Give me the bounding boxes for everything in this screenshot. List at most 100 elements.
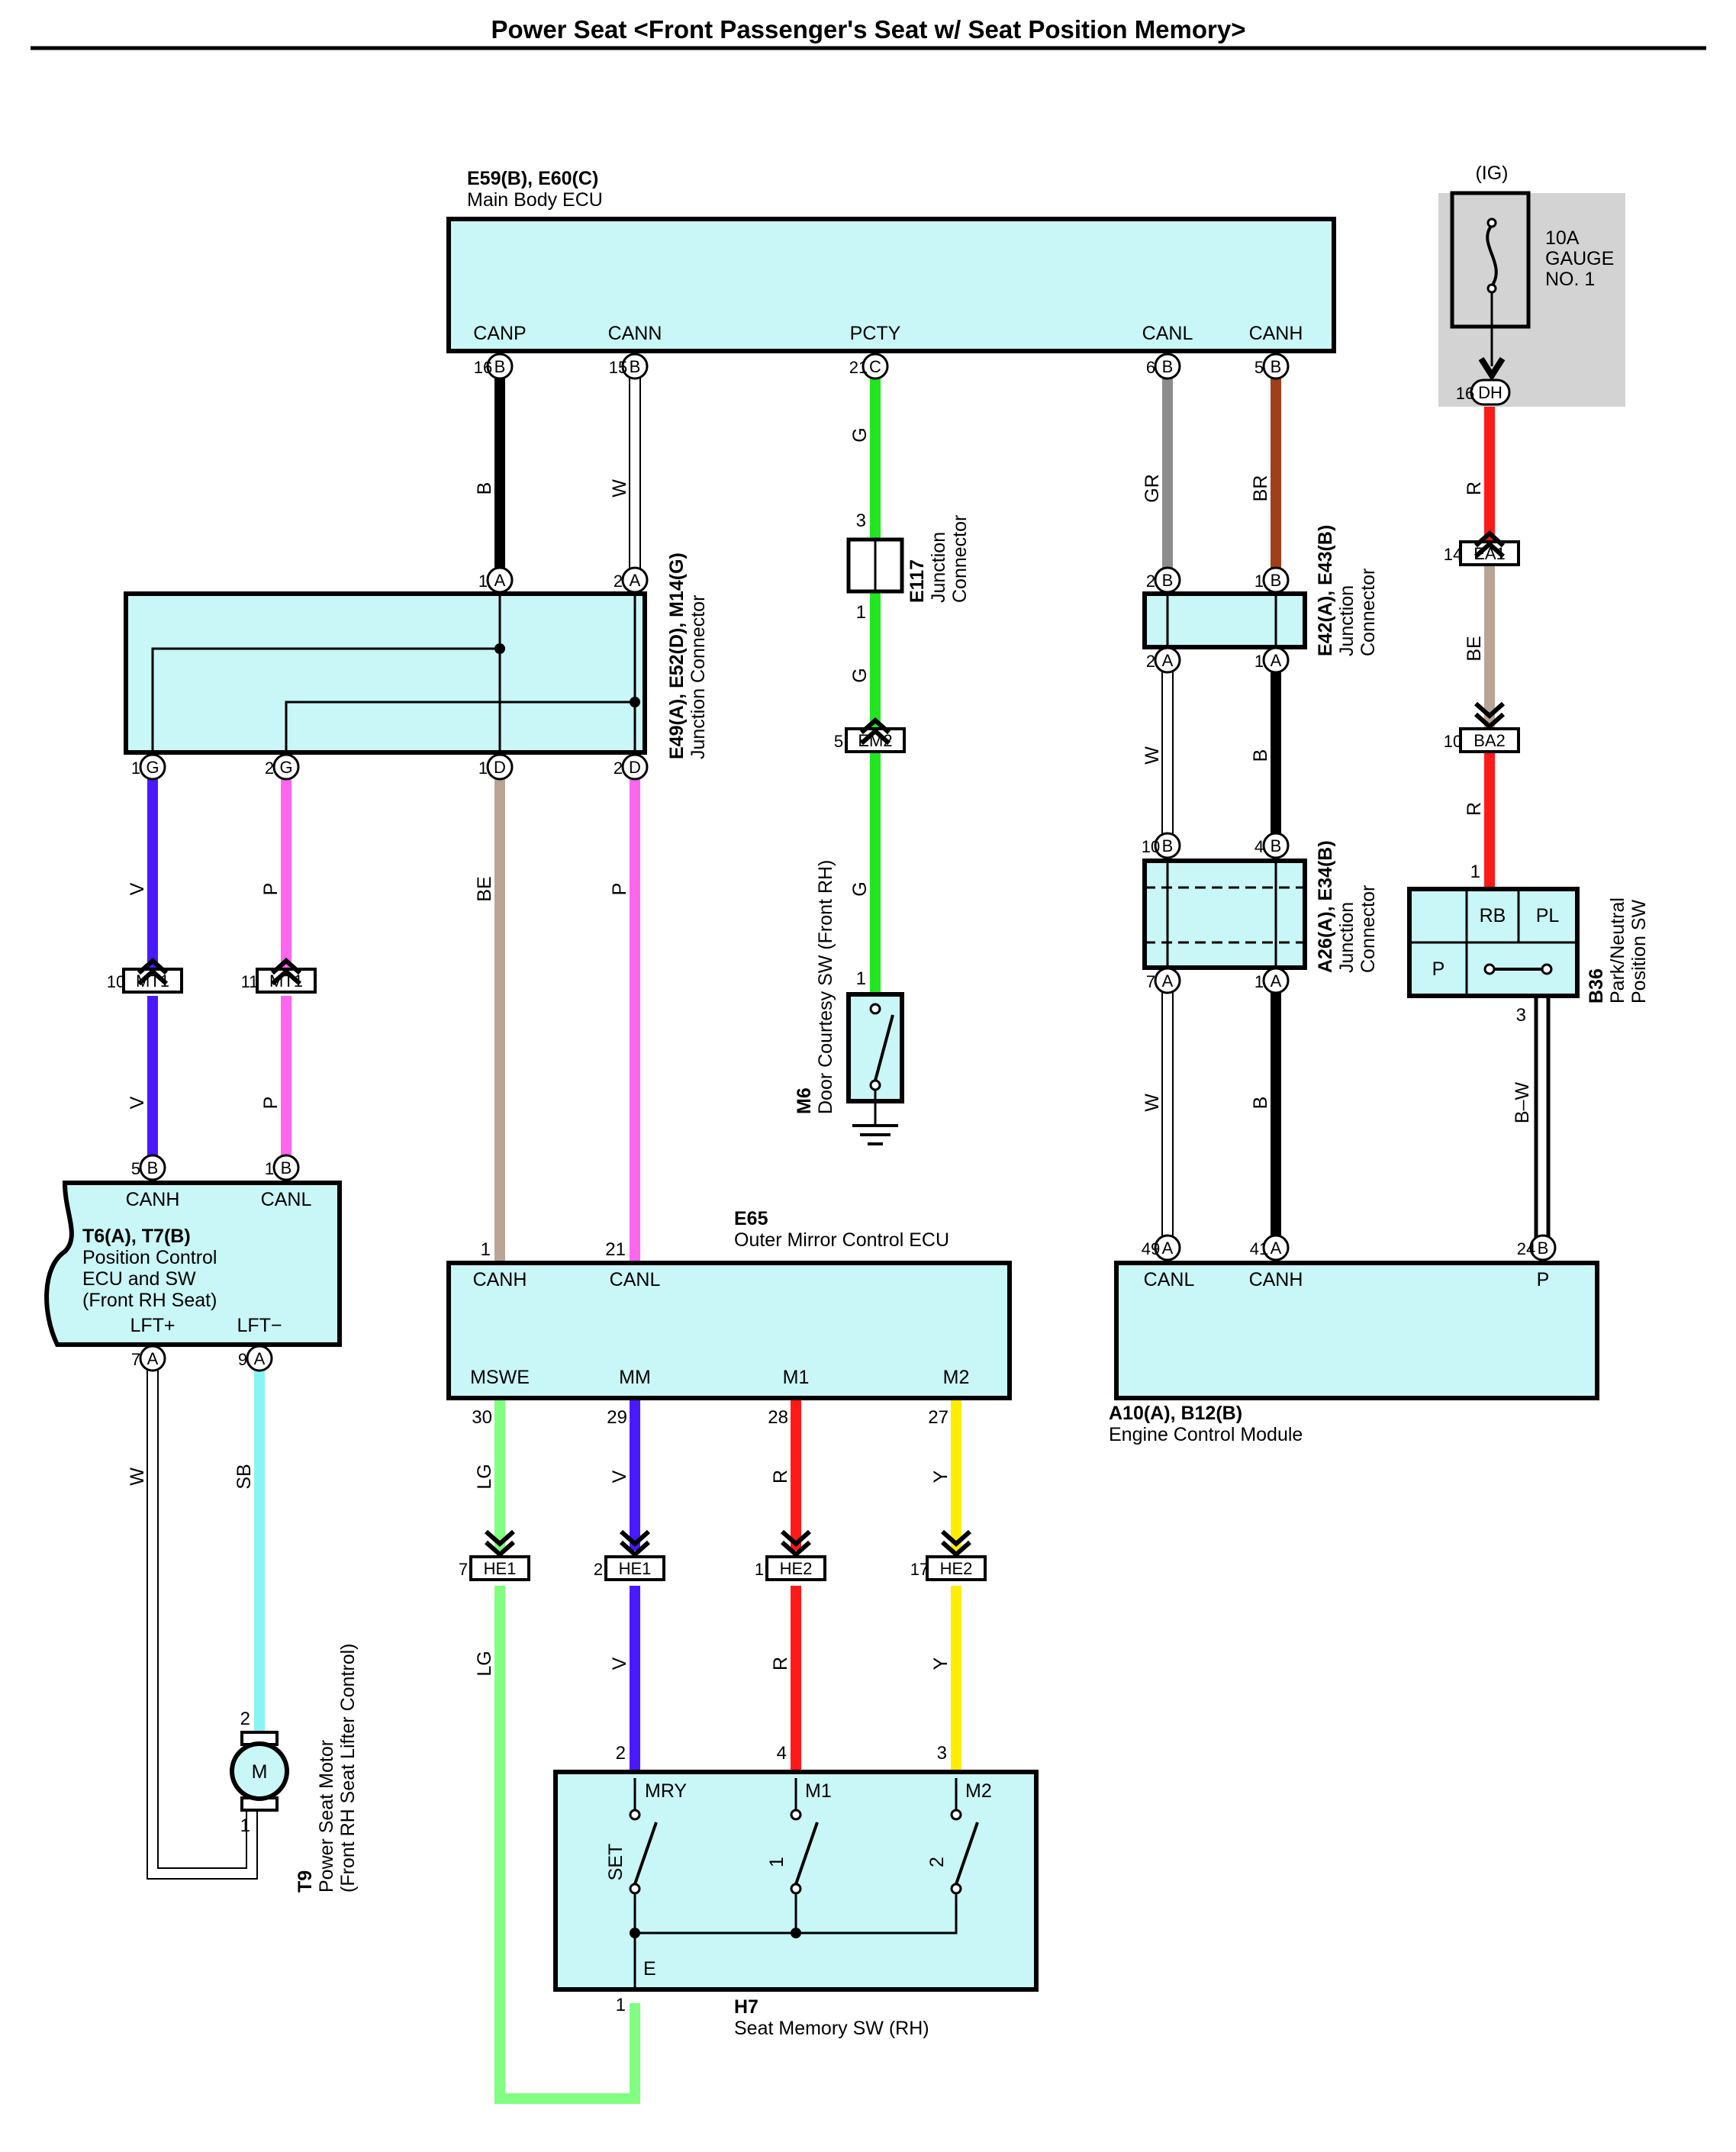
svg-text:1: 1 (1254, 652, 1264, 671)
terminal-label: CANN (608, 323, 662, 344)
svg-text:41: 41 (1250, 1239, 1268, 1258)
pin-a26-b10: B10 (1142, 832, 1181, 859)
svg-text:7: 7 (1146, 972, 1155, 991)
chevron-icon (860, 727, 891, 746)
component-name: Junction (1336, 585, 1358, 656)
component-name: (Front RH Seat Lifter Control) (337, 1644, 359, 1893)
wire-label: W (1142, 746, 1163, 765)
component-name: Position Control (82, 1247, 217, 1268)
component-name: Position SW (1628, 899, 1650, 1004)
terminal-label: M2 (943, 1367, 970, 1388)
chevron-icon (137, 957, 168, 975)
component-name: Engine Control Module (1109, 1424, 1303, 1445)
chevron-icon (941, 1540, 971, 1558)
junction-connector-e42: E42(A), E43(B) Junction Connector (1142, 525, 1379, 656)
pin-ecm-24: B24 (1517, 1234, 1557, 1261)
pin-a26-a7: A7 (1146, 967, 1181, 994)
svg-text:17: 17 (910, 1560, 929, 1579)
svg-text:DH: DH (1478, 383, 1502, 402)
component-name: Main Body ECU (467, 189, 603, 211)
wire-pnp (1534, 996, 1551, 1248)
wire-label: V (609, 1470, 630, 1483)
svg-text:2: 2 (614, 759, 623, 778)
junction-connector-a26: A26(A), E34(B) Junction Connector (1142, 840, 1379, 973)
svg-text:2: 2 (594, 1560, 603, 1579)
terminal-label: LFT+ (130, 1315, 175, 1336)
chevron-icon (1474, 530, 1505, 548)
terminal-label: CANL (1142, 323, 1193, 344)
component-name: Connector (1358, 885, 1379, 973)
pin-ecu-6: B6 (1146, 353, 1181, 380)
svg-text:9: 9 (238, 1350, 247, 1369)
wires-layer (147, 366, 1551, 2104)
motor-symbol: M (252, 1761, 268, 1783)
ground-icon (852, 1124, 898, 1145)
component-code: E42(A), E43(B) (1315, 525, 1336, 656)
pin-number: 4 (777, 1743, 787, 1764)
svg-text:10: 10 (1444, 732, 1462, 751)
pin-ecm-41: A41 (1250, 1234, 1290, 1261)
pin-number: 1 (240, 1815, 250, 1836)
component-code: B36 (1586, 968, 1607, 1004)
wire-lftp (148, 1358, 256, 1878)
pin-number: 3 (1516, 1005, 1526, 1026)
pin-number: 27 (928, 1407, 949, 1428)
component-name: Seat Memory SW (RH) (734, 2018, 929, 2039)
pin-t6-5: B5 (131, 1154, 166, 1181)
svg-text:HE1: HE1 (619, 1559, 652, 1578)
component-name: Connector (1358, 569, 1379, 656)
svg-text:A: A (147, 1349, 159, 1368)
terminal-label: PL (1536, 905, 1560, 926)
svg-text:G: G (146, 758, 159, 777)
wire-label: G (849, 881, 871, 896)
svg-text:B: B (1162, 571, 1174, 590)
chevron-icon (781, 1540, 811, 1558)
wire-label: W (1142, 1094, 1163, 1112)
pin-e49-d1: D1 (478, 753, 514, 781)
svg-text:A: A (494, 571, 506, 590)
chevron-icon (1474, 540, 1505, 559)
chevron-icon (271, 968, 301, 986)
terminal-label: CANH (126, 1189, 180, 1210)
pin-e49-g2: G2 (265, 753, 300, 781)
pin-number: 1 (1470, 862, 1480, 882)
terminal-label: CANH (1249, 323, 1303, 344)
svg-text:B: B (1162, 357, 1174, 376)
chevron-icon (1474, 712, 1505, 730)
connector-he1b: HE1 2 (594, 1529, 665, 1581)
chevron-icon (781, 1529, 811, 1548)
switch-contact-icon (633, 1822, 658, 1885)
svg-text:1: 1 (755, 1560, 764, 1579)
svg-text:A: A (1271, 1239, 1282, 1258)
terminal-label: LFT− (237, 1315, 282, 1336)
svg-text:A: A (1162, 1239, 1174, 1258)
terminal-label: M2 (965, 1780, 992, 1802)
component-name: Power Seat Motor (316, 1740, 337, 1893)
wire-label: B (1250, 1097, 1271, 1110)
door-courtesy-switch: M6 Door Courtesy SW (Front RH) (794, 860, 904, 1145)
terminal-label: M1 (805, 1780, 832, 1802)
svg-text:1: 1 (1254, 972, 1264, 991)
terminal-label: CANL (610, 1269, 661, 1290)
component-code: A26(A), E34(B) (1315, 840, 1336, 973)
wire-label: LG (474, 1651, 495, 1676)
component-name: Junction (1336, 902, 1358, 973)
switch-contact-icon (794, 1822, 819, 1885)
svg-text:16: 16 (1456, 384, 1474, 403)
wire-label: W (609, 479, 630, 498)
svg-text:B: B (494, 357, 506, 376)
wire-label: P (260, 1097, 282, 1110)
wire-label: P (260, 883, 282, 896)
pin-number: 29 (607, 1407, 627, 1428)
pin-t6-9: A9 (238, 1345, 273, 1372)
wire-label: R (770, 1470, 791, 1484)
svg-text:4: 4 (1254, 837, 1264, 856)
svg-text:C: C (869, 357, 881, 376)
wire-label: R (1464, 482, 1485, 495)
